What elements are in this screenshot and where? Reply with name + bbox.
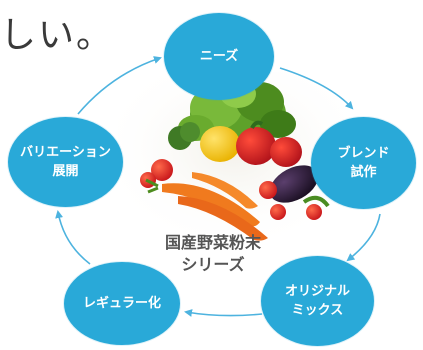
cycle-node-blend-trial: ブレンド 試作 <box>311 117 416 209</box>
cycle-node-regularization-label: レギュラー化 <box>82 296 161 311</box>
center-label-line1: 国産野菜粉末 <box>164 233 261 252</box>
cycle-node-needs: ニーズ <box>164 13 274 100</box>
cycle-node-original-mix-label: オリジナル ミックス <box>284 284 350 318</box>
arrow-regular-to-variety <box>55 210 91 265</box>
center-label-line2: シリーズ <box>181 255 245 274</box>
cycle-node-variation-rollout-label: バリエーション 展開 <box>20 145 111 179</box>
cycle-node-needs-label: ニーズ <box>199 49 239 64</box>
arrow-mix-to-regular <box>184 309 263 317</box>
arrow-variety-to-needs <box>77 56 162 115</box>
page-heading-fragment: しい。 <box>0 15 115 56</box>
cycle-node-variation-rollout: バリエーション 展開 <box>8 117 123 207</box>
arrow-blend-to-mix <box>346 213 381 262</box>
cycle-node-original-mix: オリジナル ミックス <box>261 256 374 346</box>
cycle-node-blend-trial-label: ブレンド 試作 <box>337 146 390 180</box>
arrow-needs-to-blend <box>279 67 354 110</box>
cycle-node-regularization: レギュラー化 <box>64 262 180 345</box>
center-label: 国産野菜粉末 シリーズ <box>150 232 276 276</box>
